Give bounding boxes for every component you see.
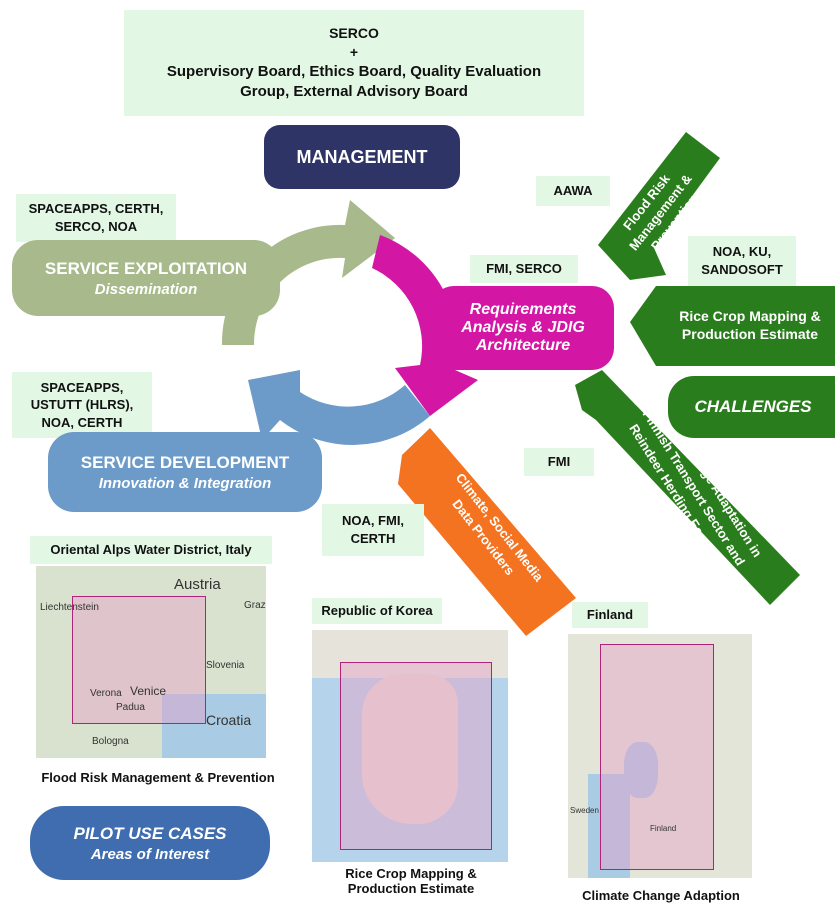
development-partners-l2: USTUTT (HLRS), bbox=[30, 397, 134, 413]
korea-header-text: Republic of Korea bbox=[321, 603, 433, 619]
italy-roi bbox=[72, 596, 206, 724]
providers-chevron bbox=[398, 428, 576, 636]
italy-sea bbox=[162, 694, 266, 758]
pilot-use-cases-box: PILOT USE CASES Areas of Interest bbox=[30, 806, 270, 880]
governance-line2: + bbox=[349, 43, 359, 60]
requirements-arc-shape bbox=[372, 235, 478, 416]
requirements-partners-text: FMI, SERCO bbox=[486, 261, 562, 277]
exploitation-arc bbox=[221, 200, 395, 345]
development-arc bbox=[248, 370, 430, 445]
korea-map bbox=[312, 630, 508, 862]
requirements-line1: Requirements bbox=[469, 301, 577, 318]
rice-text-1: Rice Crop Mapping & bbox=[679, 308, 821, 324]
governance-line1: SERCO bbox=[329, 24, 379, 41]
development-partners-l1: SPACEAPPS, bbox=[40, 379, 124, 395]
finland-map: Sweden Finland bbox=[568, 634, 752, 878]
town-finland: Finland bbox=[650, 824, 677, 833]
korea-land bbox=[362, 674, 458, 824]
italy-header-text: Oriental Alps Water District, Italy bbox=[50, 542, 252, 558]
management-box: MANAGEMENT bbox=[264, 125, 460, 189]
town-padua: Padua bbox=[116, 702, 145, 713]
finland-header-text: Finland bbox=[586, 607, 634, 623]
italy-map: Austria Liechtenstein Graz Slovenia Veni… bbox=[36, 566, 266, 758]
town-slovenia: Slovenia bbox=[206, 660, 245, 671]
town-croatia: Croatia bbox=[206, 712, 252, 728]
finland-sea bbox=[588, 774, 630, 878]
service-exploitation-box: SERVICE EXPLOITATION Dissemination bbox=[12, 240, 280, 316]
challenges-box: CHALLENGES bbox=[668, 376, 835, 438]
flood-partners: AAWA bbox=[536, 176, 610, 206]
providers-partners-l1: NOA, FMI, bbox=[341, 513, 405, 529]
development-partners: SPACEAPPS, USTUTT (HLRS), NOA, CERTH bbox=[12, 372, 152, 438]
management-label: MANAGEMENT bbox=[296, 146, 428, 167]
town-graz: Graz bbox=[244, 600, 266, 611]
flood-partners-text: AAWA bbox=[553, 183, 593, 199]
providers-partners-l2: CERTH bbox=[350, 531, 396, 546]
finland-caption: Climate Change Adaption bbox=[582, 888, 740, 903]
town-liechtenstein: Liechtenstein bbox=[40, 602, 99, 613]
finland-header: Finland bbox=[572, 602, 648, 628]
providers-partners: NOA, FMI, CERTH bbox=[322, 504, 424, 556]
exploitation-partners-l2: SERCO, NOA bbox=[54, 219, 138, 234]
korea-land-north bbox=[312, 630, 508, 678]
development-partners-l3: NOA, CERTH bbox=[41, 414, 123, 430]
korea-roi bbox=[340, 662, 492, 850]
requirements-line2: Analysis & JDIG bbox=[461, 319, 585, 336]
requirements-box: Requirements Analysis & JDIG Architectur… bbox=[432, 286, 614, 370]
town-bologna: Bologna bbox=[92, 736, 129, 747]
rice-text-2: Production Estimate bbox=[682, 326, 818, 342]
climate-partners: FMI bbox=[524, 448, 594, 476]
korea-header: Republic of Korea bbox=[312, 598, 442, 624]
governance-box: SERCO + Supervisory Board, Ethics Board,… bbox=[124, 10, 584, 116]
requirements-line3: Architecture bbox=[475, 337, 571, 354]
development-subtitle: Innovation & Integration bbox=[98, 474, 272, 492]
flood-chevron-inner bbox=[608, 142, 712, 272]
korea-caption-l2: Production Estimate bbox=[347, 881, 475, 896]
development-title: SERVICE DEVELOPMENT bbox=[80, 452, 290, 472]
korea-caption-l1: Rice Crop Mapping & bbox=[345, 866, 477, 881]
rice-partners-l2: SANDOSOFT bbox=[701, 262, 783, 277]
pilot-title: PILOT USE CASES bbox=[73, 823, 227, 843]
town-verona: Verona bbox=[90, 688, 122, 699]
italy-header: Oriental Alps Water District, Italy bbox=[30, 536, 272, 564]
climate-partners-text: FMI bbox=[547, 454, 571, 470]
town-venice: Venice bbox=[130, 684, 167, 698]
town-sweden: Sweden bbox=[570, 806, 599, 815]
exploitation-title: SERVICE EXPLOITATION bbox=[44, 258, 248, 278]
korea-caption: Rice Crop Mapping & Production Estimate bbox=[306, 866, 516, 896]
pilot-subtitle: Areas of Interest bbox=[90, 845, 210, 863]
finland-lake bbox=[624, 742, 658, 798]
exploitation-partners: SPACEAPPS, CERTH, SERCO, NOA bbox=[16, 194, 176, 242]
governance-line4: Group, External Advisory Board bbox=[240, 82, 468, 100]
town-austria: Austria bbox=[174, 576, 221, 593]
service-development-box: SERVICE DEVELOPMENT Innovation & Integra… bbox=[48, 432, 322, 512]
challenges-label: CHALLENGES bbox=[694, 397, 812, 416]
rice-chevron bbox=[630, 286, 835, 366]
rice-partners: NOA, KU, SANDOSOFT bbox=[688, 236, 796, 286]
rice-partners-l1: NOA, KU, bbox=[712, 244, 772, 260]
exploitation-subtitle: Dissemination bbox=[94, 280, 198, 298]
climate-chevron bbox=[575, 370, 800, 605]
exploitation-partners-l1: SPACEAPPS, CERTH, bbox=[28, 201, 164, 217]
finland-roi bbox=[600, 644, 714, 870]
italy-caption: Flood Risk Management & Prevention bbox=[41, 770, 275, 785]
governance-line3: Supervisory Board, Ethics Board, Quality… bbox=[166, 62, 542, 80]
requirements-partners: FMI, SERCO bbox=[470, 255, 578, 283]
